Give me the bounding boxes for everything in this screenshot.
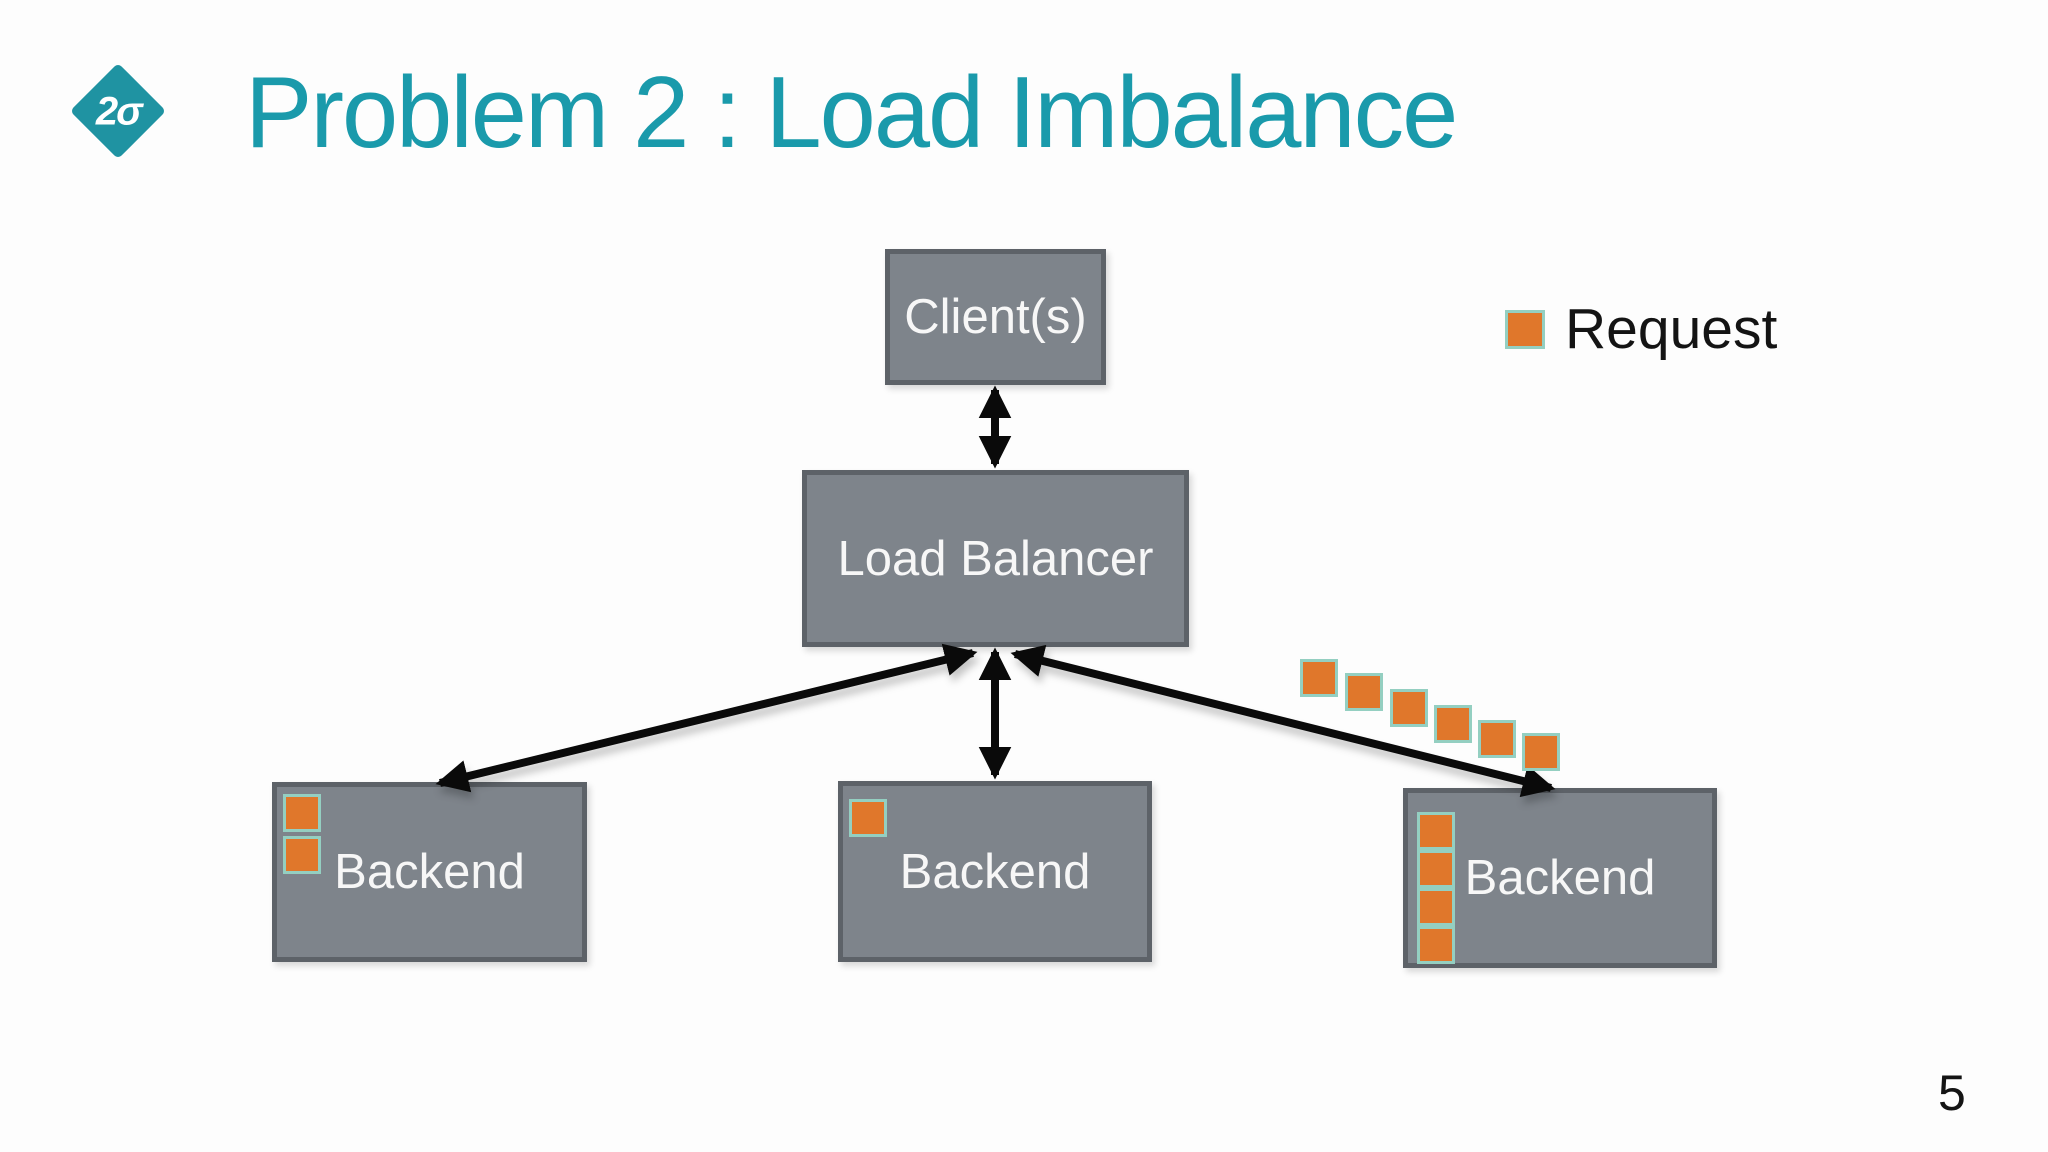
backend-left-label: Backend xyxy=(334,845,525,899)
request-square-inflight xyxy=(1345,673,1383,711)
request-square-inflight xyxy=(1478,720,1516,758)
arrow-lb-backend-left xyxy=(435,643,978,793)
backend-left-box: Backend xyxy=(272,782,587,962)
request-square-inflight xyxy=(1522,733,1560,771)
legend: Request xyxy=(1505,296,1777,362)
request-swatch-icon xyxy=(1505,309,1545,349)
request-square xyxy=(1417,926,1455,964)
page-number: 5 xyxy=(1938,1065,1966,1121)
request-square xyxy=(1417,850,1455,888)
request-square xyxy=(283,794,321,832)
request-square xyxy=(1417,812,1455,850)
legend-label: Request xyxy=(1565,297,1778,361)
backend-right-box: Backend xyxy=(1403,788,1717,968)
backend-right-label: Backend xyxy=(1464,851,1656,905)
load-balancer-label: Load Balancer xyxy=(837,531,1154,586)
clients-box: Client(s) xyxy=(885,249,1106,385)
request-square-inflight xyxy=(1390,689,1428,727)
request-square xyxy=(283,836,321,874)
clients-label: Client(s) xyxy=(904,290,1087,344)
request-square xyxy=(849,799,887,837)
request-square-inflight xyxy=(1434,705,1472,743)
load-balancer-box: Load Balancer xyxy=(802,470,1189,647)
two-sigma-logo-icon: 2σ xyxy=(69,62,167,160)
slide-title: Problem 2 : Load Imbalance xyxy=(245,57,1458,169)
backend-center-box: Backend xyxy=(838,781,1152,962)
logo-text: 2σ xyxy=(95,88,141,133)
backend-center-label: Backend xyxy=(899,844,1091,899)
request-square xyxy=(1417,888,1455,926)
request-square-inflight xyxy=(1300,659,1338,697)
